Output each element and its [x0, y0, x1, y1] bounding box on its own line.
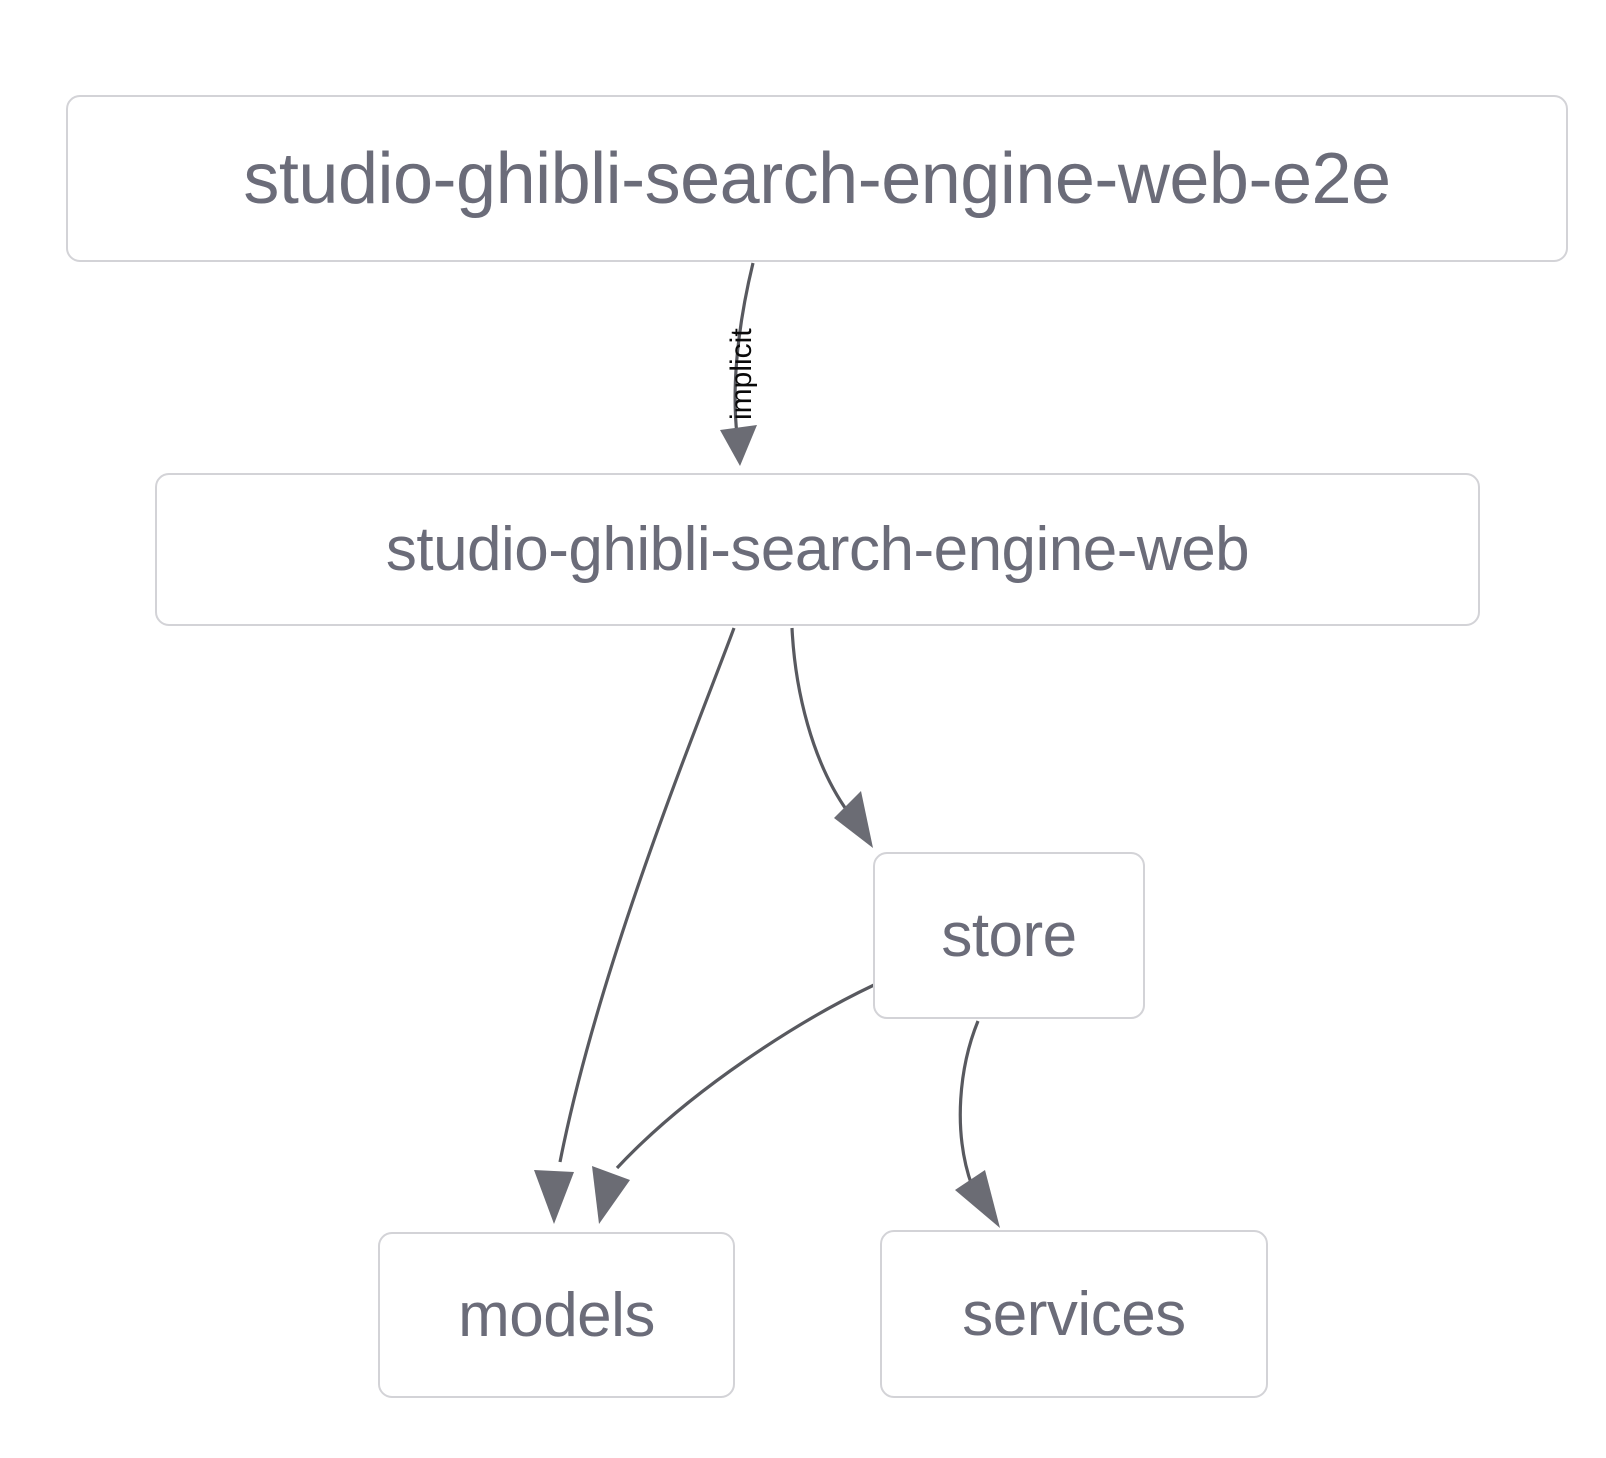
- edge-label-implicit: implicit: [725, 328, 758, 420]
- node-studio-ghibli-search-engine-web-e2e[interactable]: studio-ghibli-search-engine-web-e2e: [66, 95, 1568, 262]
- edge-path-store-to-services: [958, 1020, 980, 1187]
- arrowhead-web-to-store: [834, 791, 873, 848]
- edge-path-store-to-models: [615, 983, 875, 1170]
- node-models[interactable]: models: [378, 1232, 735, 1398]
- edge-web-to-models: [534, 627, 736, 1224]
- edge-store-to-models: [592, 983, 875, 1224]
- node-label-models: models: [458, 1280, 655, 1350]
- edge-path-e2e-to-web: [733, 262, 755, 436]
- node-label-e2e: studio-ghibli-search-engine-web-e2e: [243, 138, 1391, 219]
- arrowhead-web-to-models: [534, 1170, 574, 1224]
- node-label-services: services: [962, 1279, 1186, 1349]
- node-store[interactable]: store: [873, 852, 1145, 1019]
- edge-store-to-services: [955, 1020, 1000, 1228]
- node-label-store: store: [941, 901, 1077, 970]
- arrowhead-e2e-to-web: [720, 425, 757, 466]
- edge-path-web-to-models: [558, 627, 736, 1163]
- node-label-web: studio-ghibli-search-engine-web: [385, 515, 1250, 584]
- arrowhead-store-to-services: [955, 1170, 1000, 1228]
- arrowhead-store-to-models: [592, 1166, 630, 1224]
- edge-web-to-store: [790, 627, 873, 848]
- edge-path-web-to-store: [790, 627, 850, 813]
- node-studio-ghibli-search-engine-web[interactable]: studio-ghibli-search-engine-web: [155, 473, 1480, 626]
- edge-e2e-to-web: [720, 262, 757, 466]
- node-services[interactable]: services: [880, 1230, 1268, 1398]
